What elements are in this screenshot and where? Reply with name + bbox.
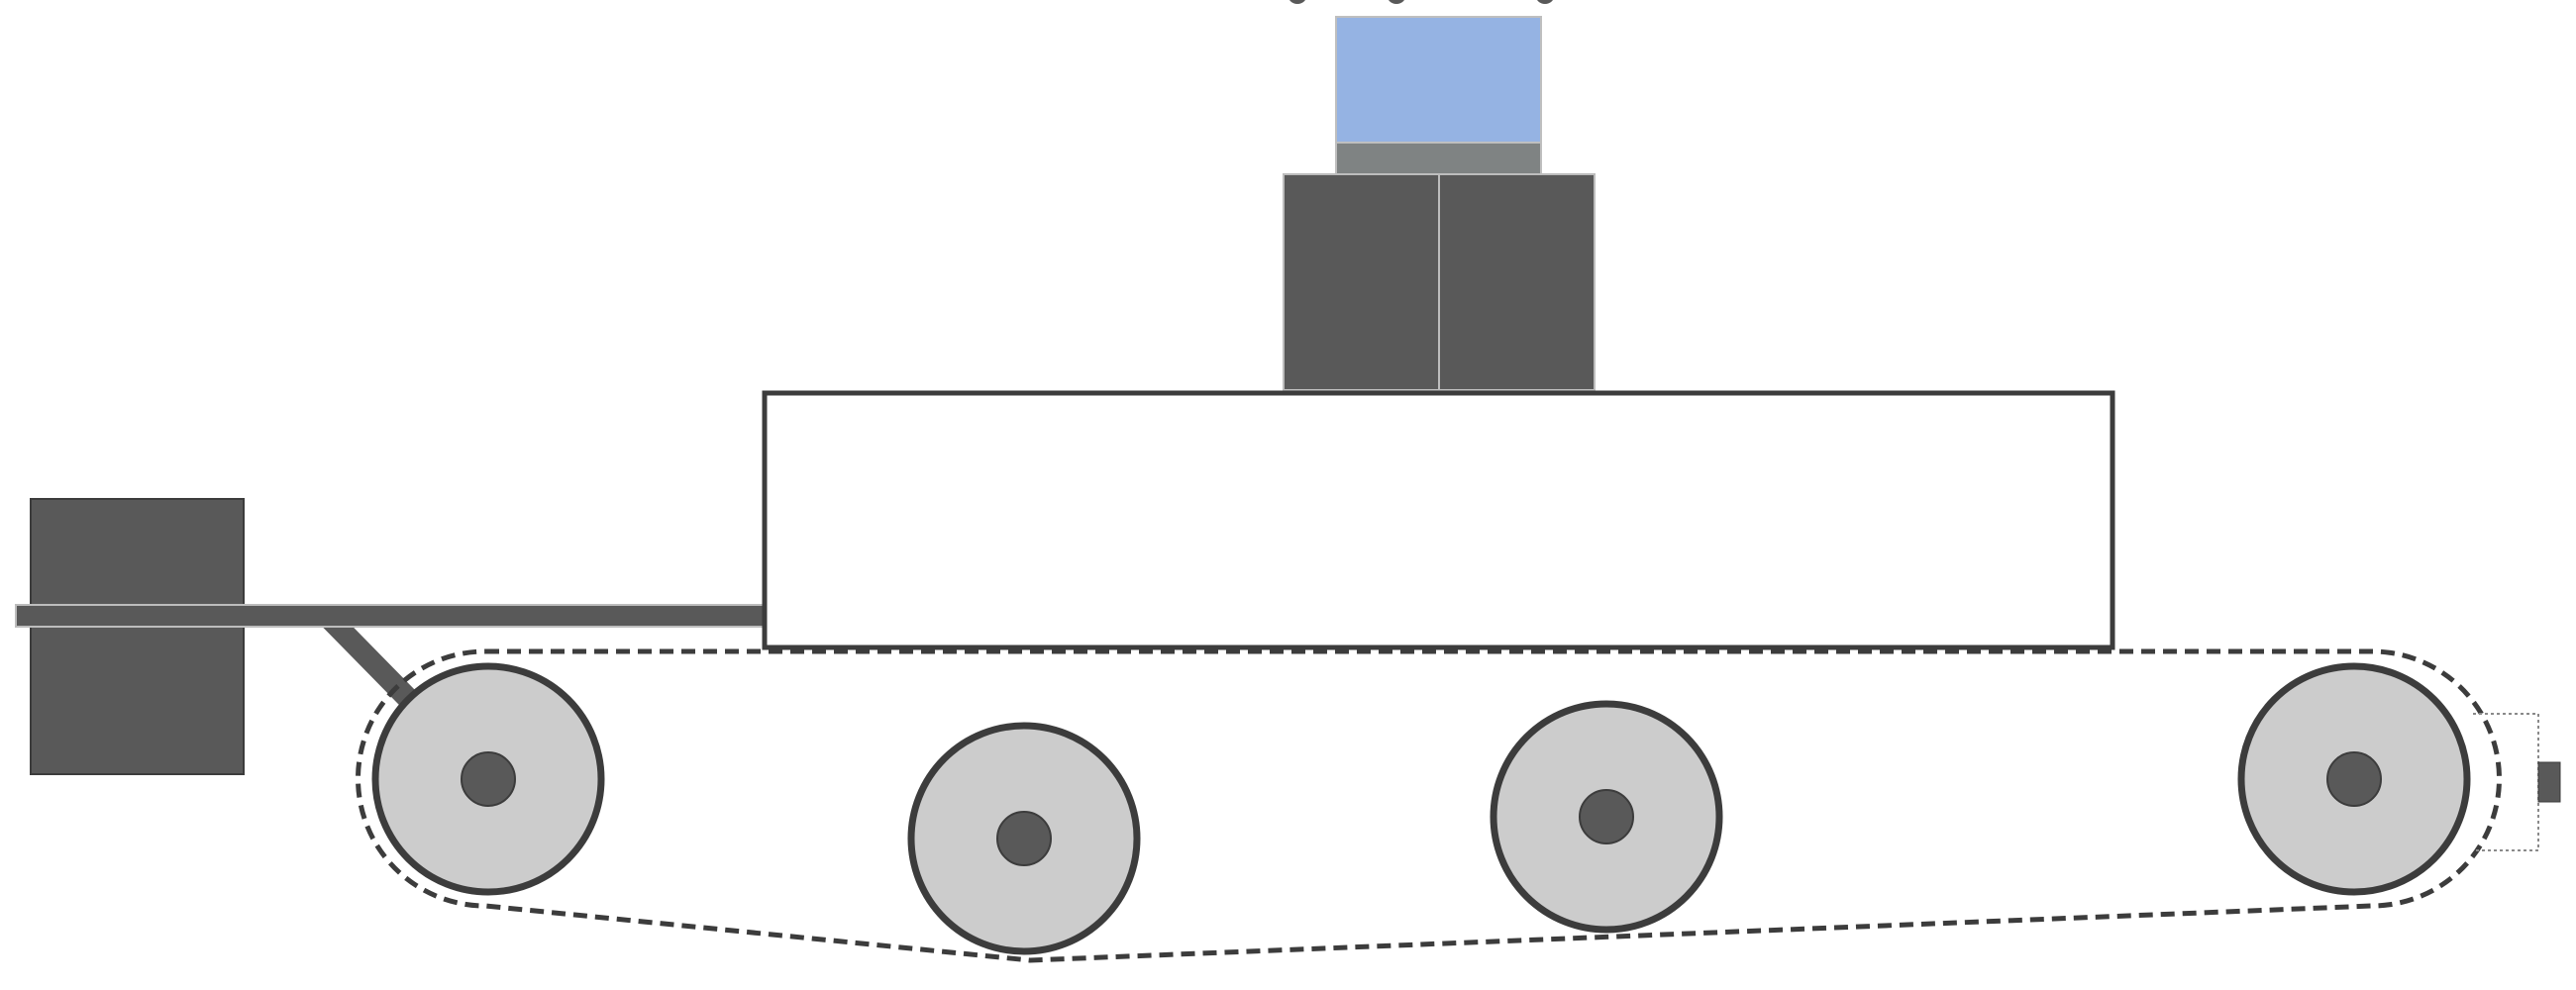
wheel-rear bbox=[2237, 662, 2471, 896]
wheel-front bbox=[371, 662, 605, 896]
rear-connector-icon bbox=[2537, 761, 2561, 803]
wheel-mid-1 bbox=[907, 722, 1141, 955]
rear-bracket bbox=[2473, 713, 2561, 851]
wheel-hub-icon bbox=[996, 811, 1052, 866]
road-wheels bbox=[371, 662, 2471, 955]
front-arm bbox=[15, 604, 767, 628]
sensor-glass bbox=[1335, 16, 1542, 144]
top-sensor bbox=[1289, 0, 1553, 175]
sensor-mount bbox=[1283, 173, 1596, 391]
sensor-lens-bumps-icon bbox=[1289, 0, 1553, 4]
wheel-hub-icon bbox=[461, 751, 516, 807]
track bbox=[356, 648, 2502, 963]
front-block bbox=[30, 498, 245, 775]
chassis bbox=[762, 390, 2115, 650]
wheel-hub-icon bbox=[2326, 751, 2382, 807]
wheel-mid-2 bbox=[1490, 700, 1723, 934]
wheel-hub-icon bbox=[1579, 789, 1634, 844]
sensor-base bbox=[1335, 142, 1542, 175]
